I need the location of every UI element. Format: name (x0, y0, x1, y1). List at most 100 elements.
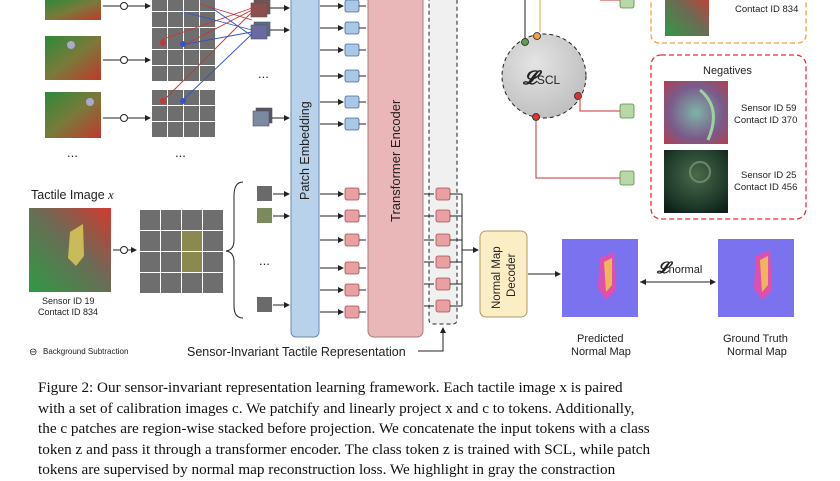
calib-patch (184, 66, 199, 81)
caption-line-4: token z and pass it through a transforme… (38, 440, 651, 458)
tactile-patch (203, 252, 223, 272)
output-patch-token (435, 255, 451, 269)
calib-token (344, 69, 360, 83)
calib-patch (152, 122, 167, 137)
calib-patch (200, 66, 215, 81)
calib-patch (168, 50, 183, 65)
tactile-patch (161, 273, 181, 293)
calib-patch (200, 34, 215, 49)
output-patch-token (435, 209, 451, 223)
patch-embedding-block (290, 0, 320, 338)
region-stack-lines (160, 3, 253, 101)
tactile-patch (140, 210, 160, 230)
tactile-brace (225, 181, 244, 319)
calib-patch (200, 50, 215, 65)
calib-patch (152, 0, 167, 11)
calib-patch (152, 106, 167, 121)
calib-patch (152, 66, 167, 81)
tactile-sensor-id: Sensor ID 19 (42, 296, 95, 306)
tactile-patch (140, 273, 160, 293)
output-patch-token (435, 233, 451, 247)
calib-arrows (103, 2, 151, 122)
caption-line-3: the c patches are region-wise stacked be… (38, 420, 650, 437)
scl-loss-circle (501, 33, 587, 119)
positive-contact-id: Contact ID 834 (735, 4, 798, 15)
output-patch-token (435, 277, 451, 291)
calib-patch (168, 122, 183, 137)
tactile-token (344, 305, 360, 319)
patch-token-bracket (450, 193, 479, 307)
neg1-sensor-id: Sensor ID 59 (741, 103, 796, 114)
calib-patch (200, 0, 215, 11)
neg1-token (619, 103, 635, 119)
figure-caption: Figure 2: Our sensor-invariant represent… (38, 378, 818, 481)
calib-patch (168, 34, 183, 49)
calib-ellipsis: ... (67, 145, 78, 160)
calib-token (344, 43, 360, 57)
caption-line-2: with a set of calibration images c. We p… (38, 399, 635, 417)
tactile-patch (182, 252, 202, 272)
svg-text:...: ... (258, 66, 269, 81)
tactile-patch (182, 210, 202, 230)
stacked-patches: ... (250, 0, 273, 127)
decoder-label-1: Normal Map (491, 246, 503, 309)
tactile-token (344, 283, 360, 297)
predicted-label-1: Predicted (577, 333, 623, 345)
calib-patch (184, 50, 199, 65)
tactile-patch (140, 252, 160, 272)
calib-patch (184, 0, 199, 11)
tactile-patch (140, 231, 160, 251)
output-patch-token (435, 187, 451, 201)
stack-to-embed-arrows (270, 5, 290, 121)
tactile-token (344, 209, 360, 223)
calib-patch (184, 122, 199, 137)
ground-truth-label-2: Normal Map (727, 346, 787, 358)
calib-token (344, 0, 360, 13)
positive-box (650, 0, 807, 44)
calib-patch (200, 106, 215, 121)
patch-embedding-label: Patch Embedding (298, 101, 312, 200)
caption-line-1: Figure 2: Our sensor-invariant represent… (38, 379, 623, 396)
calibration-images: ... (45, 0, 101, 160)
calib-patch (184, 12, 199, 27)
tactile-patch (161, 210, 181, 230)
transformer-encoder-block (367, 0, 424, 338)
l-normal-label: 𝓛normal (656, 260, 702, 277)
tactile-patch (161, 231, 181, 251)
calib-token (344, 95, 360, 109)
calib-patch (184, 90, 199, 105)
calib-patch (200, 90, 215, 105)
output-patch-token (435, 299, 451, 313)
output-tokens (424, 187, 451, 313)
negative-image-1 (664, 81, 728, 144)
tactile-patch (203, 231, 223, 251)
negatives-title: Negatives (703, 65, 752, 77)
decoder-label-2: Decoder (506, 253, 518, 297)
tactile-patch (161, 252, 181, 272)
scl-lines (524, 0, 620, 179)
tactile-patches: ... (257, 186, 272, 312)
tactile-token (344, 187, 360, 201)
calib-grids (152, 0, 215, 137)
calib-patch (168, 0, 183, 11)
tactile-patch-grid (140, 210, 223, 293)
calib-image-1 (45, 0, 101, 20)
calib-image-3 (45, 92, 101, 138)
caption-line-5: tokens are supervised by normal map reco… (38, 461, 616, 478)
calib-patch (152, 12, 167, 27)
calib-patch (168, 12, 183, 27)
calib-token (344, 21, 360, 35)
neg2-sensor-id: Sensor ID 25 (741, 170, 796, 181)
calib-patch (168, 66, 183, 81)
scl-label: 𝓛SCL (522, 68, 560, 89)
tactile-patch (182, 273, 202, 293)
bg-sub-label: Background Subtraction (43, 347, 128, 356)
calib-grid-ellipsis: ... (175, 145, 186, 160)
framework-figure: ... ... ... Tactile Ima (29, 0, 807, 359)
calib-patch (200, 122, 215, 137)
output-token-column (428, 0, 458, 325)
neg1-contact-id: Contact ID 370 (734, 115, 797, 126)
tactile-token (344, 233, 360, 247)
neg2-contact-id: Contact ID 456 (734, 182, 797, 193)
representation-label: Sensor-Invariant Tactile Representation (187, 345, 406, 359)
